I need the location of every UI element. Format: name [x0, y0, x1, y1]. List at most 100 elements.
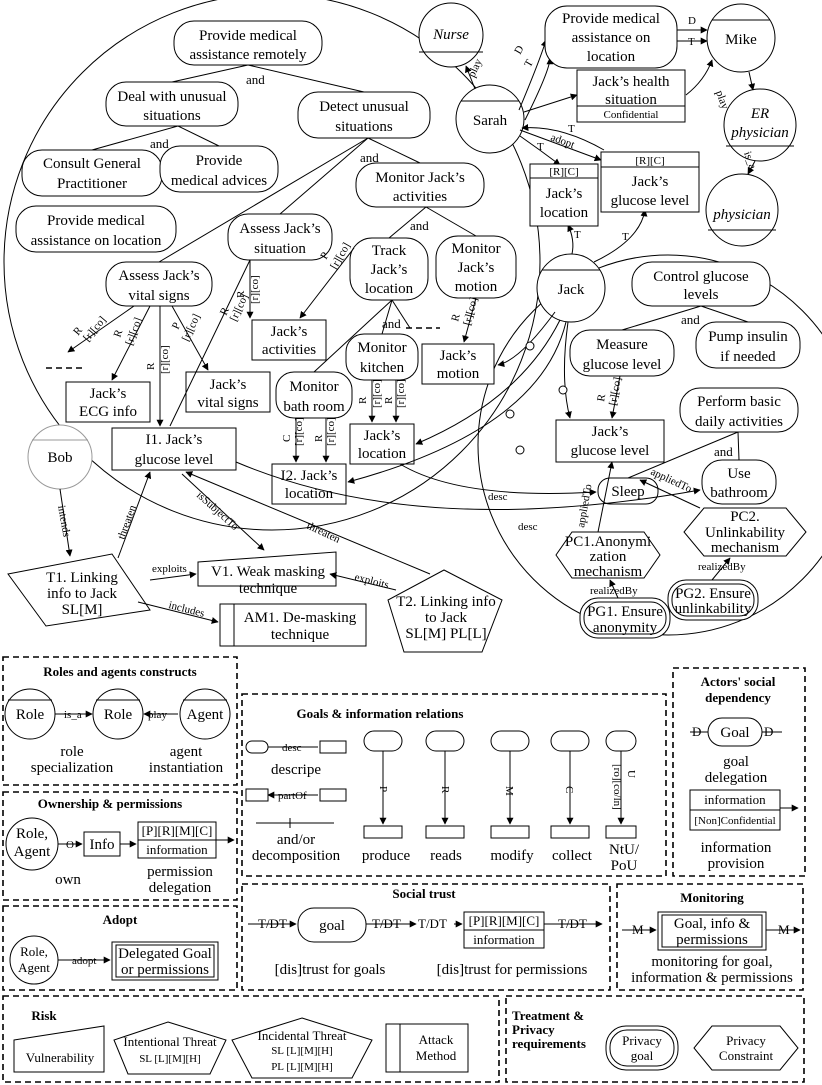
info-jack-glucose-owned[interactable]: Jack’s glucose level: [555, 419, 665, 463]
goal-monitor-bathroom[interactable]: Monitor bath room: [275, 371, 353, 419]
pg2-ensure-unlinkability[interactable]: PG2. Ensure unlinkability: [667, 579, 759, 621]
info-jack-vital-signs[interactable]: Jack’s vital signs: [185, 371, 271, 413]
svg-text:T2. Linking info: T2. Linking info: [396, 594, 496, 610]
svg-text:vital signs: vital signs: [197, 395, 258, 411]
info-jack-ecg[interactable]: Jack’s ECG info: [65, 381, 151, 423]
svg-text:Adopt: Adopt: [103, 912, 138, 927]
goal-assess-vital[interactable]: Assess Jack’s vital signs: [105, 261, 213, 307]
physician-role[interactable]: physician: [705, 173, 779, 247]
goal-monitor-kitchen[interactable]: Monitor kitchen: [345, 333, 419, 381]
svg-text:Jack’s: Jack’s: [546, 186, 583, 202]
info-i2-location[interactable]: I2. Jack’s location: [271, 463, 347, 505]
svg-text:activities: activities: [393, 189, 447, 205]
svg-text:D: D: [764, 724, 773, 739]
goal-use-bathroom[interactable]: Use bathroom: [701, 459, 777, 505]
goal-control-glucose[interactable]: Control glucose levels: [631, 261, 771, 307]
svg-text:and: and: [714, 444, 733, 459]
threat-t2[interactable]: T2. Linking info to Jack SL[M] PL[L]: [387, 569, 503, 653]
svg-text:information: information: [701, 840, 772, 856]
svg-text:M: M: [778, 922, 790, 937]
pc1-anonymization[interactable]: PC1.Anonymi zation mechanism: [555, 531, 661, 580]
goal-measure-glucose[interactable]: Measure glucose level: [569, 329, 675, 377]
goal-monitor-activities[interactable]: Monitor Jack’s activities: [355, 162, 485, 208]
svg-text:Measure: Measure: [596, 337, 648, 353]
svg-text:includes: includes: [167, 599, 205, 620]
goal-assistance-location[interactable]: Provide medical assistance on location: [15, 205, 177, 253]
goal-assess-situation[interactable]: Assess Jack’s situation: [227, 213, 333, 261]
pc2-unlinkability[interactable]: PC2. Unlinkability mechanism: [683, 507, 807, 557]
svg-text:is_a: is_a: [741, 150, 758, 171]
info-jack-motion[interactable]: Jack’s motion: [421, 343, 495, 385]
goal-track-location[interactable]: Track Jack’s location: [349, 237, 429, 301]
info-jack-health-situation[interactable]: Jack’s health situation Confidential: [576, 69, 686, 123]
goal-pump-insulin[interactable]: Pump insulin if needed: [695, 321, 801, 369]
svg-text:[dis]trust for permissions: [dis]trust for permissions: [437, 962, 588, 978]
svg-text:T1. Linking: T1. Linking: [46, 570, 118, 586]
nurse-role[interactable]: Nurse: [418, 2, 484, 68]
svg-text:Assess Jack’s: Assess Jack’s: [118, 268, 199, 284]
svg-text:R: R: [383, 396, 395, 404]
goal-consult-gp[interactable]: Consult General Practitioner: [21, 149, 163, 197]
legend-ownership: Ownership & permissions Role, Agent O In…: [2, 791, 238, 901]
goal-basic-activities[interactable]: Perform basic daily activities: [679, 387, 799, 433]
attack-method-am1[interactable]: AM1. De-masking technique: [219, 603, 367, 647]
svg-text:glucose level: glucose level: [583, 357, 662, 373]
svg-text:situation: situation: [605, 92, 657, 108]
svg-text:SL [L][M][H]: SL [L][M][H]: [139, 1053, 201, 1065]
threat-t1[interactable]: T1. Linking info to Jack SL[M]: [7, 553, 151, 627]
svg-text:[r][co]: [r][co]: [228, 292, 251, 323]
svg-text:[r][co]: [r][co]: [395, 379, 407, 408]
svg-text:PC1.Anonymi: PC1.Anonymi: [565, 534, 651, 550]
info-i1-glucose[interactable]: I1. Jack’s glucose level: [111, 427, 237, 471]
svg-text:decomposition: decomposition: [252, 848, 341, 864]
pg1-ensure-anonymity[interactable]: PG1. Ensure anonymity: [579, 597, 671, 639]
info-kitchen-location[interactable]: Jack’s location: [349, 423, 415, 465]
svg-text:D: D: [512, 44, 526, 57]
svg-text:T/DT: T/DT: [258, 916, 287, 931]
svg-text:Nurse: Nurse: [432, 27, 469, 43]
svg-text:Actors' social: Actors' social: [701, 674, 776, 689]
svg-text:location: location: [540, 205, 589, 221]
goal-monitor-motion[interactable]: Monitor Jack’s motion: [435, 235, 517, 299]
svg-text:and/or: and/or: [277, 832, 315, 848]
sarah-boundary: [3, 0, 541, 531]
svg-text:Intentional Threat: Intentional Threat: [123, 1034, 217, 1049]
svg-text:T/DT: T/DT: [558, 916, 587, 931]
bob-agent[interactable]: Bob: [27, 424, 93, 490]
goal-detect-unusual[interactable]: Detect unusual situations: [297, 91, 431, 139]
svg-text:and: and: [150, 136, 169, 151]
svg-text:realizedBy: realizedBy: [590, 585, 638, 597]
svg-text:Monitor Jack’s: Monitor Jack’s: [375, 170, 465, 186]
goal-provide-on-location[interactable]: Provide medical assistance on location: [544, 5, 678, 69]
jack-agent[interactable]: Jack: [536, 253, 606, 323]
info-jack-location-delegated[interactable]: [R][C] Jack’s location: [529, 163, 599, 227]
svg-text:SL[M]: SL[M]: [62, 602, 103, 618]
svg-text:medical advices: medical advices: [171, 173, 267, 189]
svg-text:Role,: Role,: [16, 826, 48, 842]
goal-medical-advices[interactable]: Provide medical advices: [159, 145, 279, 193]
svg-text:Sleep: Sleep: [611, 484, 644, 500]
vulnerability-v1[interactable]: V1. Weak masking technique: [197, 551, 337, 597]
svg-text:mechanism: mechanism: [711, 540, 780, 556]
svg-text:Use: Use: [727, 466, 751, 482]
svg-text:T/DT: T/DT: [418, 916, 447, 931]
goal-sleep[interactable]: Sleep: [597, 477, 659, 505]
svg-text:Role,: Role,: [20, 944, 48, 959]
svg-text:[r][co]: [r][co]: [81, 314, 109, 344]
er-physician-role[interactable]: ER physician: [723, 88, 797, 162]
mike-agent[interactable]: Mike: [706, 3, 776, 73]
svg-text:ER: ER: [750, 106, 769, 122]
sarah-agent[interactable]: Sarah: [455, 84, 525, 154]
svg-text:PC2.: PC2.: [730, 509, 760, 525]
goal-deal-unusual[interactable]: Deal with unusual situations: [105, 81, 239, 127]
svg-text:[r][co]: [r][co]: [371, 379, 383, 408]
goal-provide-remote[interactable]: Provide medical assistance remotely: [173, 20, 323, 66]
svg-text:Monitor: Monitor: [357, 340, 406, 356]
svg-text:physician: physician: [712, 207, 771, 223]
svg-text:anonymity: anonymity: [593, 620, 658, 636]
svg-text:daily activities: daily activities: [695, 414, 783, 430]
info-jack-activities[interactable]: Jack’s activities: [251, 319, 327, 361]
svg-text:goal: goal: [723, 754, 749, 770]
svg-text:Treatment &: Treatment &: [512, 1008, 584, 1023]
info-jack-glucose-delegated[interactable]: [R][C] Jack’s glucose level: [600, 151, 700, 213]
